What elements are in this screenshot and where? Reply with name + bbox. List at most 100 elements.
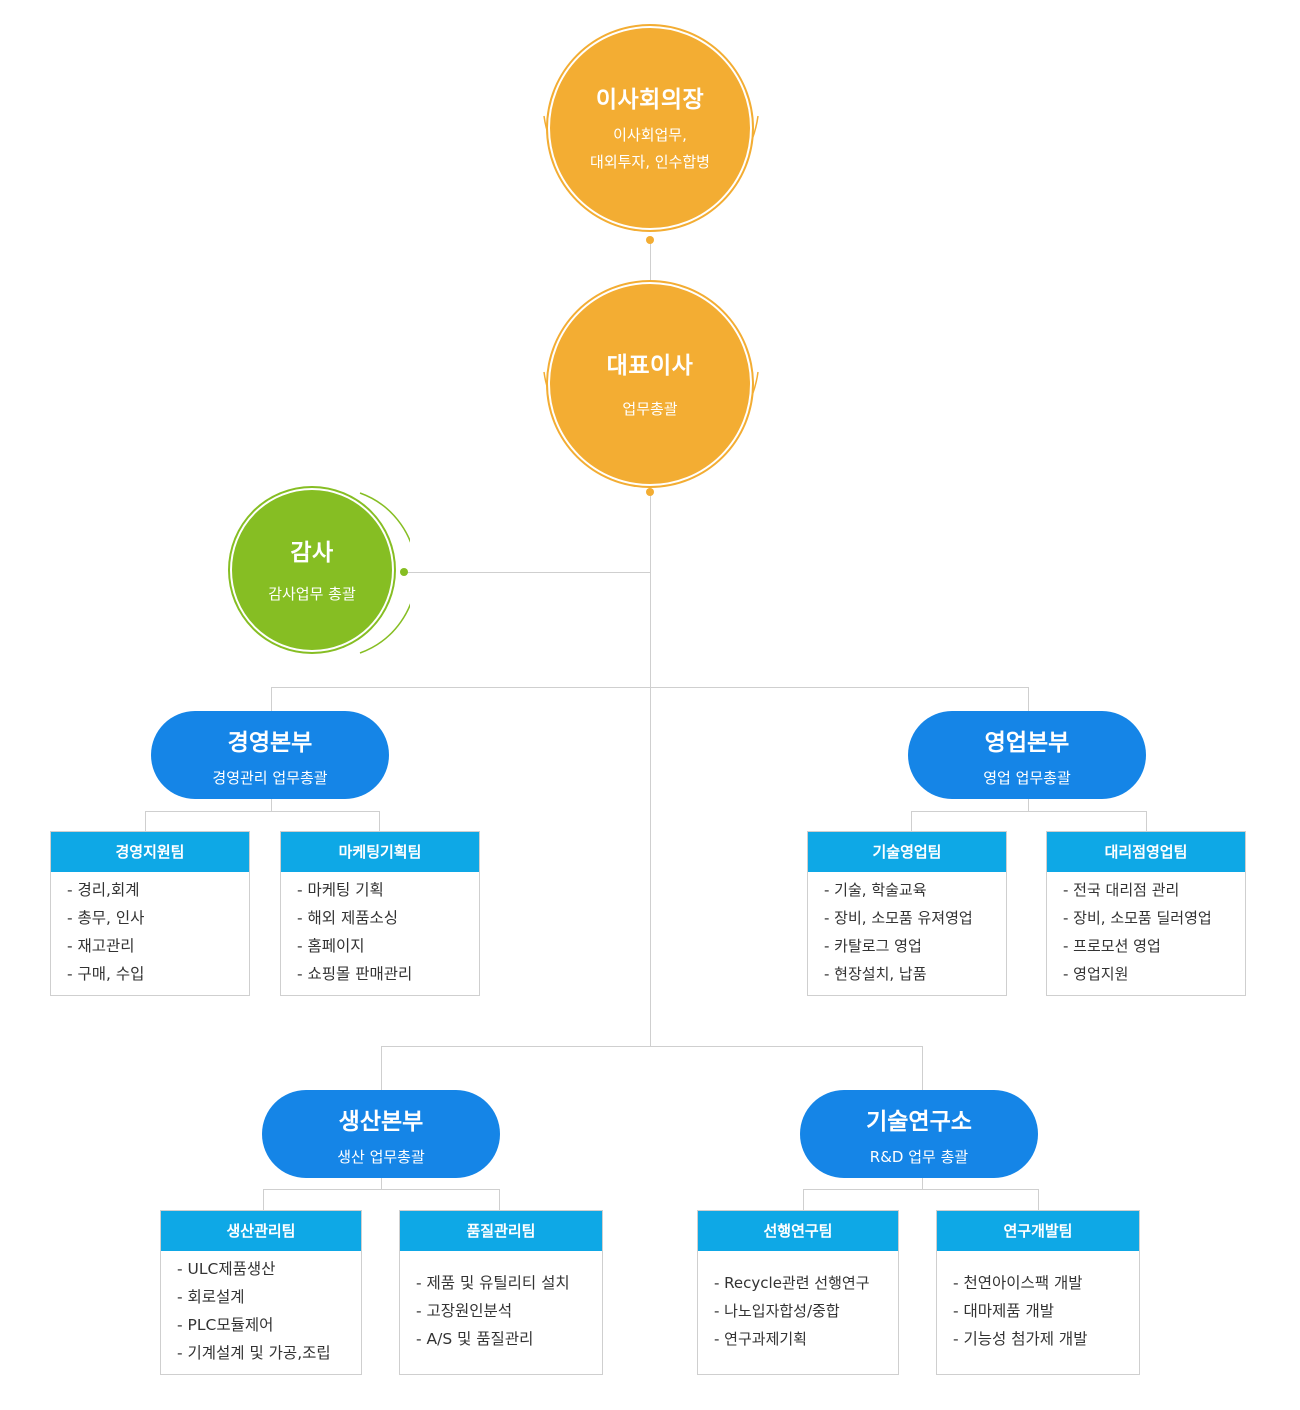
division-title: 영업본부 — [984, 729, 1070, 756]
ceo-dot — [646, 488, 654, 496]
division-research: 기술연구소 R&D 업무 총괄 — [800, 1090, 1038, 1178]
auditor-arc — [359, 492, 410, 654]
team-name: 연구개발팀 — [937, 1211, 1139, 1251]
team-duty-item: - 카탈로그 영업 — [824, 937, 922, 955]
team-duty-item: - 마케팅 기획 — [297, 881, 384, 899]
team-name: 기술영업팀 — [808, 832, 1006, 872]
line-to-prod-mgmt — [263, 1189, 264, 1210]
team-name: 대리점영업팀 — [1047, 832, 1245, 872]
line-auditor-branch — [404, 572, 651, 573]
line-sales-down — [1028, 798, 1029, 811]
team-duty-item: - 연구과제기획 — [714, 1330, 807, 1348]
team-duty-item: - 전국 대리점 관리 — [1063, 881, 1180, 899]
team-tech-sales: 기술영업팀 - 기술, 학술교육 - 장비, 소모품 유져영업 - 카탈로그 영… — [807, 831, 1007, 996]
team-duty-item: - 구매, 수입 — [67, 965, 145, 983]
team-prod-mgmt: 생산관리팀 - ULC제품생산 - 회로설계 - PLC모듈제어 - 기계설계 … — [160, 1210, 362, 1375]
team-duties: - 기술, 학술교육 - 장비, 소모품 유져영업 - 카탈로그 영업 - 현장… — [808, 872, 1006, 988]
team-duty-item: - 현장설치, 납품 — [824, 965, 927, 983]
line-to-quality — [499, 1189, 500, 1210]
team-duty-item: - 나노입자합성/중합 — [714, 1302, 840, 1320]
team-mgmt-support: 경영지원팀 - 경리,회계 - 총무, 인사 - 재고관리 - 구매, 수입 — [50, 831, 250, 996]
team-duties: - 마케팅 기획 - 해외 제품소싱 - 홈페이지 - 쇼핑몰 판매관리 — [281, 872, 479, 988]
team-duty-item: - Recycle관련 선행연구 — [714, 1274, 870, 1292]
line-to-marketing — [379, 811, 380, 831]
line-production-down — [381, 1177, 382, 1189]
team-name: 품질관리팀 — [400, 1211, 602, 1251]
line-to-mgmt-support — [145, 811, 146, 831]
team-duties: - 전국 대리점 관리 - 장비, 소모품 딜러영업 - 프로모션 영업 - 영… — [1047, 872, 1245, 988]
auditor-desc-line: 감사업무 총괄 — [268, 584, 356, 603]
line-to-adv-research — [803, 1189, 804, 1210]
ceo-desc-line: 업무총괄 — [622, 399, 678, 418]
auditor-title: 감사 — [290, 539, 334, 566]
division-production: 생산본부 생산 업무총괄 — [262, 1090, 500, 1178]
team-duties: - 경리,회계 - 총무, 인사 - 재고관리 - 구매, 수입 — [51, 872, 249, 988]
team-duty-item: - A/S 및 품질관리 — [416, 1330, 534, 1348]
division-desc: 경영관리 업무총괄 — [212, 768, 328, 787]
team-duties: - 천연아이스팩 개발 - 대마제품 개발 - 기능성 첨가제 개발 — [937, 1251, 1139, 1353]
line-chairman-ceo — [650, 240, 651, 293]
division-title: 생산본부 — [338, 1108, 424, 1135]
chairman-desc-line: 대외투자, 인수합병 — [590, 153, 710, 171]
team-name: 생산관리팀 — [161, 1211, 361, 1251]
ceo-title: 대표이사 — [606, 352, 694, 379]
team-duty-item: - ULC제품생산 — [177, 1260, 276, 1278]
team-duty-item: - 기계설계 및 가공,조립 — [177, 1344, 331, 1362]
line-to-management — [271, 687, 272, 712]
chairman-desc: 이사회업무, 대외투자, 인수합병 — [590, 122, 710, 176]
line-to-production — [381, 1046, 382, 1090]
division-title: 경영본부 — [227, 729, 313, 756]
team-duties: - 제품 및 유틸리티 설치 - 고장원인분석 - A/S 및 품질관리 — [400, 1251, 602, 1353]
team-duty-item: - 대마제품 개발 — [953, 1302, 1055, 1320]
ceo-desc: 업무총괄 — [622, 396, 677, 423]
team-duties: - Recycle관련 선행연구 - 나노입자합성/중합 - 연구과제기획 — [698, 1251, 898, 1353]
team-duty-item: - 영업지원 — [1063, 965, 1129, 983]
team-duty-item: - 장비, 소모품 유져영업 — [824, 909, 973, 927]
line-lower-division-bar — [381, 1046, 923, 1047]
auditor-dot — [400, 568, 408, 576]
team-duty-item: - 고장원인분석 — [416, 1302, 513, 1320]
division-title: 기술연구소 — [866, 1108, 972, 1135]
team-duty-item: - 쇼핑몰 판매관리 — [297, 965, 413, 983]
team-duty-item: - 회로설계 — [177, 1288, 245, 1306]
division-desc: R&D 업무 총괄 — [869, 1147, 969, 1166]
line-to-sales — [1028, 687, 1029, 712]
line-production-teams-bar — [263, 1189, 500, 1190]
team-duty-item: - 천연아이스팩 개발 — [953, 1274, 1083, 1292]
team-duties: - ULC제품생산 - 회로설계 - PLC모듈제어 - 기계설계 및 가공,조… — [161, 1251, 361, 1367]
team-agency-sales: 대리점영업팀 - 전국 대리점 관리 - 장비, 소모품 딜러영업 - 프로모션… — [1046, 831, 1246, 996]
chairman-title: 이사회의장 — [595, 87, 705, 113]
team-duty-item: - 홈페이지 — [297, 937, 365, 955]
team-name: 선행연구팀 — [698, 1211, 898, 1251]
team-duty-item: - 장비, 소모품 딜러영업 — [1063, 909, 1212, 927]
team-duty-item: - 해외 제품소싱 — [297, 909, 399, 927]
team-adv-research: 선행연구팀 - Recycle관련 선행연구 - 나노입자합성/중합 - 연구과… — [697, 1210, 899, 1375]
team-duty-item: - 프로모션 영업 — [1063, 937, 1161, 955]
team-duty-item: - 총무, 인사 — [67, 909, 145, 927]
division-sales: 영업본부 영업 업무총괄 — [908, 711, 1146, 799]
line-to-agency-sales — [1146, 811, 1147, 831]
team-duty-item: - 기술, 학술교육 — [824, 881, 927, 899]
division-desc: 영업 업무총괄 — [983, 768, 1071, 787]
line-upper-division-bar — [271, 687, 1029, 688]
team-name: 경영지원팀 — [51, 832, 249, 872]
chairman-desc-line: 이사회업무, — [613, 126, 687, 144]
division-desc: 생산 업무총괄 — [337, 1147, 425, 1166]
auditor-node: 감사 감사업무 총괄 — [230, 488, 394, 652]
line-to-rnd — [1038, 1189, 1039, 1210]
line-to-tech-sales — [911, 811, 912, 831]
line-research-down — [922, 1177, 923, 1189]
team-duty-item: - 기능성 첨가제 개발 — [953, 1330, 1088, 1348]
team-name: 마케팅기획팀 — [281, 832, 479, 872]
ceo-node: 대표이사 업무총괄 — [548, 282, 752, 486]
team-rnd: 연구개발팀 - 천연아이스팩 개발 - 대마제품 개발 - 기능성 첨가제 개발 — [936, 1210, 1140, 1375]
line-ceo-trunk — [650, 492, 651, 1047]
auditor-desc: 감사업무 총괄 — [268, 581, 356, 608]
chairman-dot — [646, 236, 654, 244]
division-management: 경영본부 경영관리 업무총괄 — [151, 711, 389, 799]
line-management-teams-bar — [145, 811, 380, 812]
line-management-down — [271, 798, 272, 811]
team-duty-item: - 경리,회계 — [67, 881, 140, 899]
line-sales-teams-bar — [911, 811, 1147, 812]
team-marketing: 마케팅기획팀 - 마케팅 기획 - 해외 제품소싱 - 홈페이지 - 쇼핑몰 판… — [280, 831, 480, 996]
